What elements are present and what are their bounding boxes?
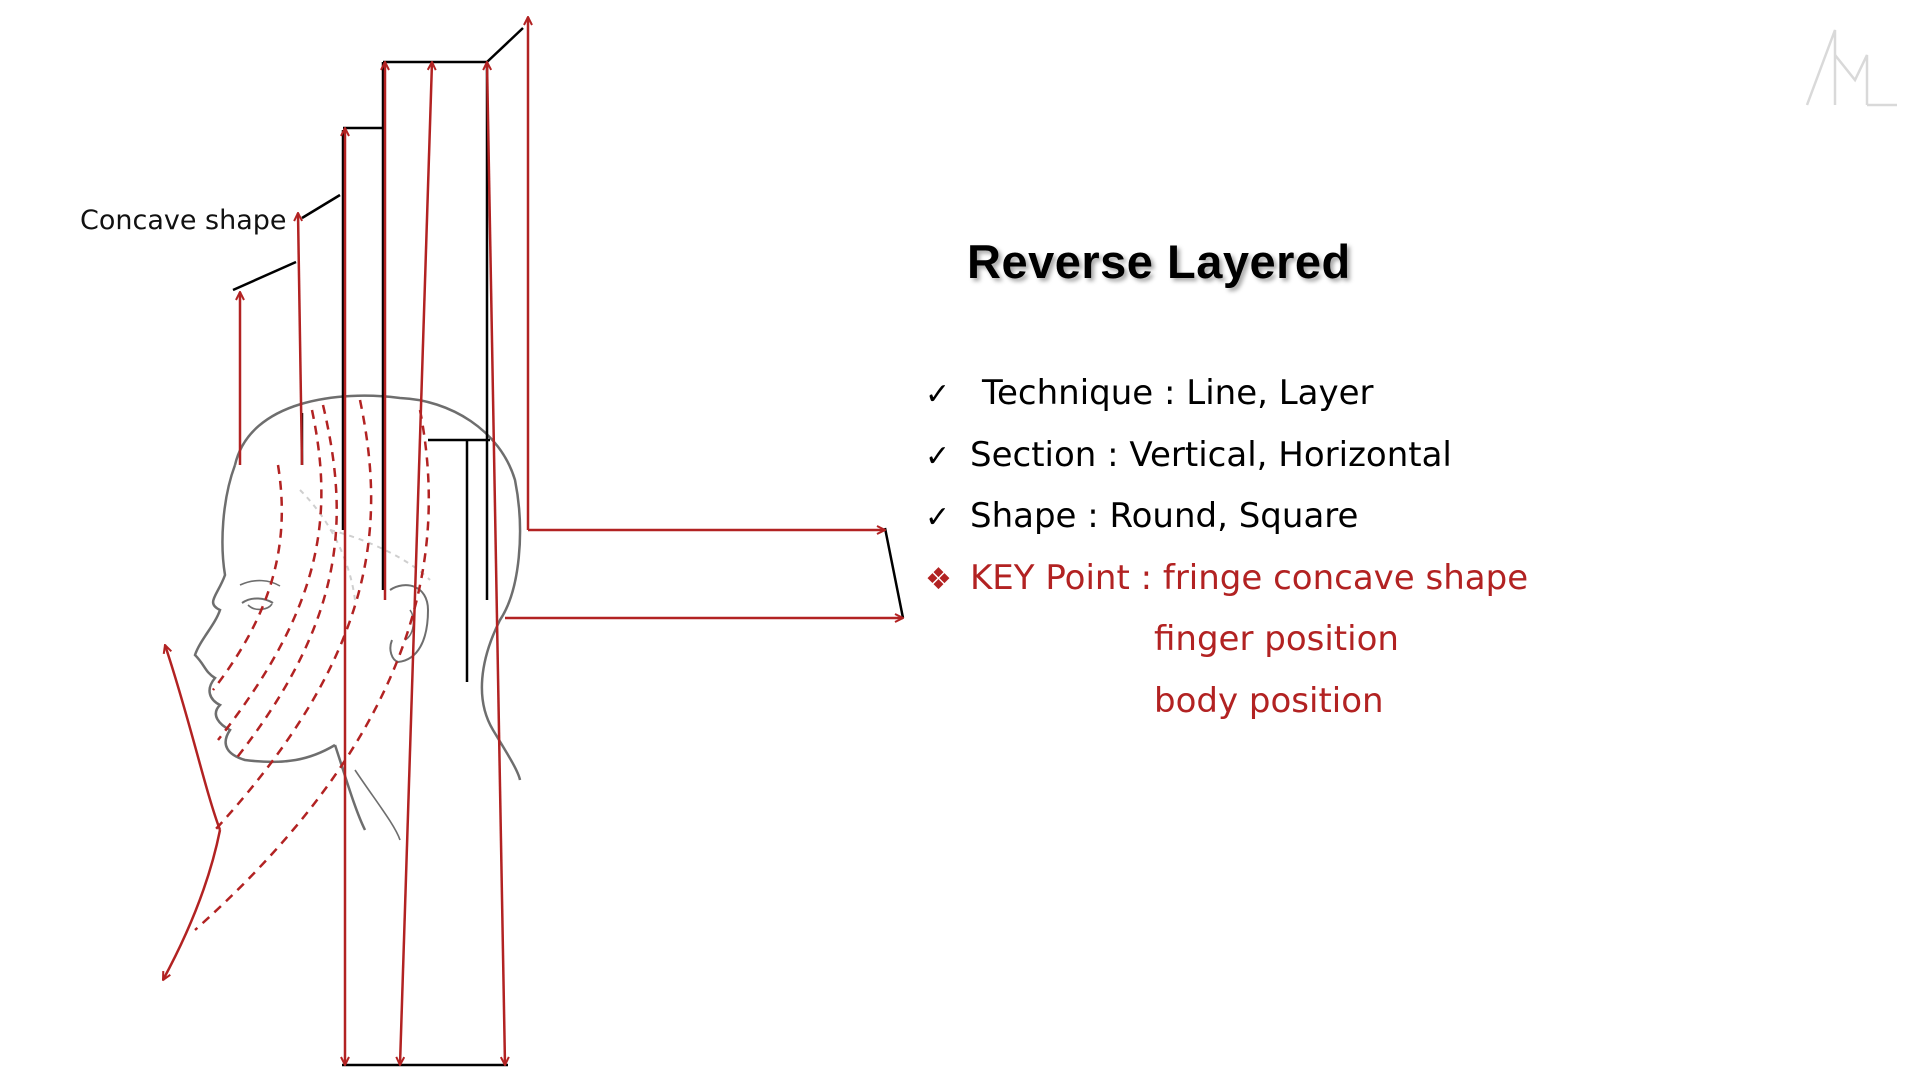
list-item-text: KEY Point : fringe concave shape: [970, 557, 1529, 598]
list-item-text: Technique : Line, Layer: [982, 373, 1374, 413]
elevation-arrows: [161, 17, 903, 1065]
concave-shape-label: Concave shape: [80, 205, 287, 236]
list-item-text: Shape : Round, Square: [970, 496, 1359, 536]
list-item-text: body position: [1154, 680, 1384, 721]
list-item-text: finger position: [1154, 619, 1399, 659]
checkmark-icon: ✓: [925, 500, 951, 535]
slide-title: Reverse Layered: [967, 235, 1351, 288]
diamond-bullet-icon: ❖: [925, 561, 952, 597]
dashed-guide-lines: [194, 399, 430, 931]
list-item-text: Section : Vertical, Horizontal: [970, 434, 1452, 475]
head-sketch: [193, 394, 522, 841]
checkmark-icon: ✓: [925, 438, 951, 474]
checkmark-icon: ✓: [925, 377, 951, 412]
brand-monogram-icon: [1805, 29, 1897, 107]
section-lines: [232, 27, 905, 1067]
